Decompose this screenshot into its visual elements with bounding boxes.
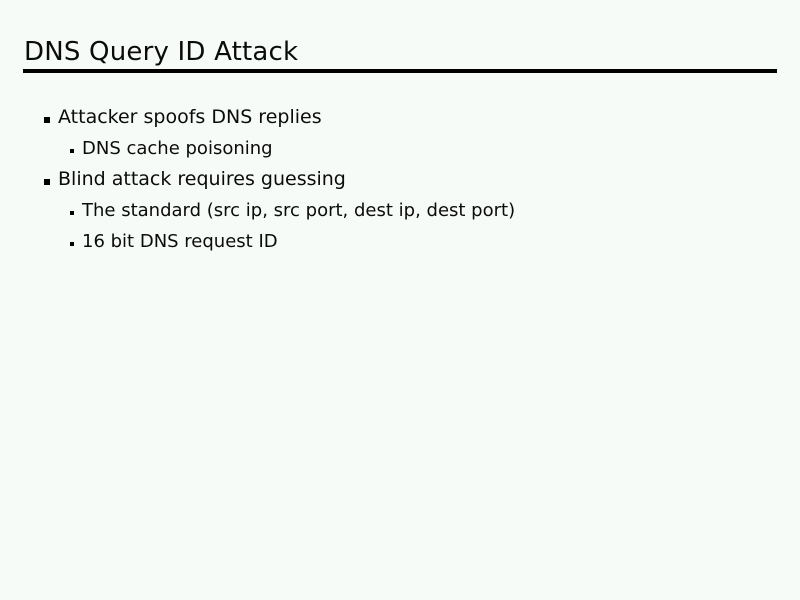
slide-body-bullet-list: Attacker spoofs DNS replies DNS cache po… (0, 104, 800, 259)
list-item-label: Blind attack requires guessing (58, 168, 346, 190)
list-item-label: 16 bit DNS request ID (82, 231, 278, 252)
square-bullet-icon (44, 117, 50, 123)
list-item: The standard (src ip, src port, dest ip,… (0, 197, 800, 228)
small-square-bullet-icon (70, 242, 74, 246)
list-item: Attacker spoofs DNS replies (0, 104, 800, 135)
list-item-label: DNS cache poisoning (82, 138, 273, 159)
title-divider (23, 69, 777, 73)
list-item: 16 bit DNS request ID (0, 228, 800, 259)
page-title: DNS Query ID Attack (24, 37, 299, 67)
square-bullet-icon (44, 179, 50, 185)
slide-title-block: DNS Query ID Attack (0, 0, 800, 78)
list-item: DNS cache poisoning (0, 135, 800, 166)
small-square-bullet-icon (70, 149, 74, 153)
list-item-label: The standard (src ip, src port, dest ip,… (82, 200, 516, 221)
list-item-label: Attacker spoofs DNS replies (58, 106, 322, 128)
small-square-bullet-icon (70, 211, 74, 215)
list-item: Blind attack requires guessing (0, 166, 800, 197)
